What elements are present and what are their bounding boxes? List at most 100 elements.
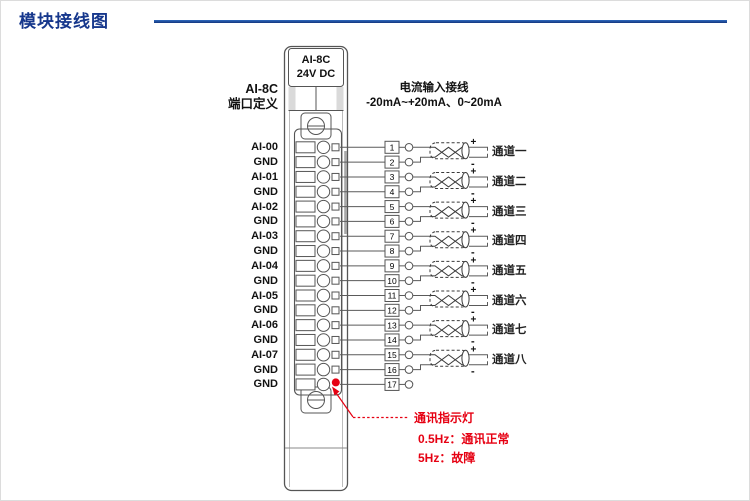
twisted-pair-wire (430, 354, 464, 366)
lead-plus (469, 176, 488, 181)
channel-wire-minus (412, 364, 430, 371)
port-label: GND (253, 378, 278, 391)
wire-node (404, 320, 414, 330)
terminal-tab (295, 185, 316, 198)
terminal-screw (316, 333, 331, 347)
terminal-screw (316, 303, 331, 318)
terminal-number: 7 (390, 231, 395, 241)
twisted-pair-wire (430, 324, 464, 336)
terminal-block (293, 128, 343, 396)
polarity-minus: - (471, 158, 475, 170)
cable-end (461, 171, 470, 189)
wire-node (404, 157, 414, 167)
wiring-header-line1: 电流输入接线 (399, 82, 469, 94)
channel-label: 通道三 (492, 205, 527, 218)
twisted-pair-wire (430, 176, 464, 188)
polarity-plus: + (471, 315, 477, 326)
twisted-pair-wire (430, 294, 464, 306)
twisted-pair-wire (430, 205, 464, 218)
module-body (283, 45, 349, 492)
wire-node (404, 261, 414, 271)
polarity-plus: + (471, 285, 477, 296)
terminal-tab (295, 230, 316, 243)
band-strip-left (288, 87, 296, 110)
channel-label: 通道五 (492, 264, 527, 277)
polarity-plus: + (471, 255, 477, 266)
wire-node (404, 276, 414, 285)
terminal-number: 9 (390, 261, 395, 271)
terminal-number: 10 (387, 276, 397, 286)
terminal-pin (331, 172, 340, 181)
port-label: AI-00 (251, 141, 278, 154)
terminal-pin (331, 365, 340, 374)
terminal-number: 17 (387, 380, 397, 390)
lead-minus (469, 213, 488, 218)
polarity-plus: + (471, 196, 477, 207)
terminal-tab (295, 333, 316, 346)
port-definition-line1: AI-8C (245, 82, 278, 96)
port-label: GND (253, 304, 278, 317)
terminal-tab (295, 289, 316, 302)
channel-wire-minus (412, 275, 430, 282)
wire-node (404, 202, 414, 211)
terminal-screw (316, 185, 331, 199)
channel-label: 通道二 (492, 175, 527, 188)
terminal-pin (331, 217, 340, 226)
indicator-fault-text: 5Hz：故障 (418, 451, 476, 465)
terminal-tab (295, 170, 316, 183)
polarity-plus: + (471, 166, 477, 177)
terminal-tab (295, 156, 316, 169)
port-label: GND (253, 363, 278, 376)
polarity-minus: - (471, 217, 475, 229)
indicator-normal-text: 0.5Hz：通讯正常 (418, 432, 510, 446)
terminal-screw (316, 155, 331, 169)
cable-end (461, 142, 470, 160)
port-definition-line2: 端口定义 (227, 97, 278, 111)
port-label: GND (253, 185, 278, 198)
port-label: GND (253, 333, 278, 346)
twisted-pair-wire (430, 235, 464, 247)
channel-wire-minus (412, 186, 430, 193)
lead-plus (469, 265, 488, 270)
port-label: GND (253, 245, 278, 258)
channel-label: 通道八 (492, 353, 527, 366)
indicator-label: 通讯指示灯 (414, 411, 475, 425)
terminal-tab (295, 245, 316, 258)
port-definition-label: AI-8C 端口定义 (208, 82, 278, 112)
terminal-number: 2 (390, 157, 395, 167)
terminal-pin (331, 291, 340, 300)
lead-minus (469, 272, 488, 277)
twisted-pair-wire (430, 146, 464, 158)
twisted-pair-wire (430, 265, 464, 277)
wiring-header: 电流输入接线 -20mA~+20mA、0~20mA (334, 81, 534, 110)
cable-end (461, 201, 470, 219)
terminal-number: 1 (390, 143, 395, 153)
terminal-pin (331, 232, 340, 241)
terminal-screw (316, 140, 331, 155)
port-label: AI-05 (251, 289, 278, 302)
wire-node (404, 246, 414, 256)
channel-wire-minus (412, 334, 430, 341)
polarity-minus: - (471, 365, 475, 377)
lead-minus (469, 183, 488, 188)
port-label: AI-03 (251, 230, 278, 243)
terminal-screw (316, 318, 331, 332)
wire-node (404, 350, 414, 360)
cable-end (461, 231, 470, 249)
wiring-header-line2: -20mA~+20mA、0~20mA (366, 96, 502, 109)
terminal-screw (316, 244, 331, 258)
terminal-pin (331, 261, 340, 270)
terminal-number: 3 (390, 172, 395, 182)
terminal-tab (295, 304, 316, 317)
lead-minus (469, 153, 488, 158)
terminal-number: 16 (387, 365, 397, 375)
terminal-tab (295, 200, 316, 213)
terminal-number: 5 (390, 202, 395, 212)
wire-node (404, 380, 414, 389)
terminal-pin (331, 276, 340, 285)
terminal-number: 14 (387, 335, 397, 345)
wire-node (404, 306, 414, 315)
terminal-pin (331, 158, 340, 167)
